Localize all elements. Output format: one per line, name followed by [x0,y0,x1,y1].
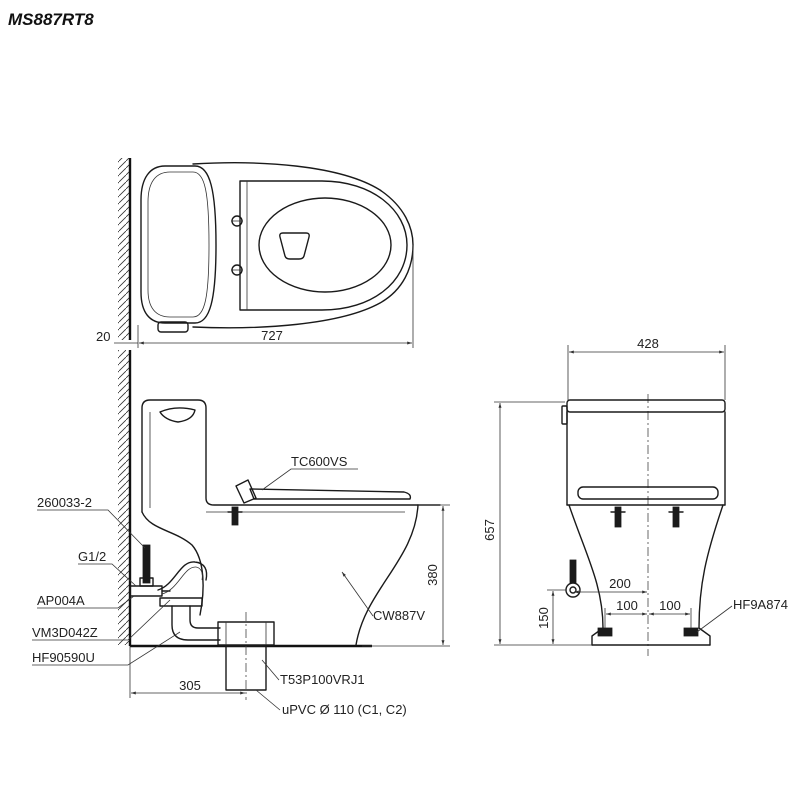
label-thread: G1/2 [78,549,106,564]
tank-body-front [566,411,726,506]
tank-knob-top [157,321,189,333]
dim-label-150: 150 [536,607,551,629]
dim-label-727: 727 [261,328,283,343]
label-bolts: HF9A874 [733,597,788,612]
supply-pipe-front [569,559,577,584]
bowl-right-front [698,504,724,646]
wall-hatch-side [118,350,129,645]
dim-label-200: 200 [609,576,631,591]
label-pipe: uPVC Ø 110 (C1, C2) [282,702,407,717]
model-title: MS887RT8 [8,10,94,29]
tank-outline-side [141,399,441,513]
seat-bolt-front-right [672,506,680,528]
side-view: 380 305 TC600VS 260033-2 G1/2 AP004A VM3… [32,350,450,717]
dim-label-20: 20 [96,329,110,344]
label-bowl: CW887V [373,608,425,623]
bowl-opening-top [258,197,392,293]
seat-bolt-side [231,506,239,526]
dim-label-100-left: 100 [616,598,638,613]
label-seat: TC600VS [291,454,348,469]
dim-label-428: 428 [637,336,659,351]
drain-opening-top [279,232,310,260]
leader-seat [261,468,358,491]
valve-body-side [129,585,163,597]
hose-side-2 [161,566,203,595]
hose-side [157,561,208,591]
leader-valve [37,595,135,609]
dim-label-305: 305 [179,678,201,693]
label-adapter: T53P100VRJ1 [280,672,365,687]
seat-hinge-side [235,479,257,504]
bowl-outline-top [192,162,414,329]
side-button-front [561,405,568,425]
seat-bolt-front-left [614,506,622,528]
dim-label-100-right: 100 [659,598,681,613]
dim-label-380: 380 [425,564,440,586]
leader-fitting [37,509,146,549]
supply-pipe-side [142,544,151,584]
label-fitting: 260033-2 [37,495,92,510]
front-view: 428 657 200 150 100 100 HF9A874 [482,336,788,656]
leader-adapter [261,659,280,681]
seat-front [577,486,719,500]
leader-bowl [341,571,374,617]
label-flange: HF90590U [32,650,95,665]
top-view: 20 727 [96,158,414,348]
floor-bolt-front-right [683,627,699,637]
leader-pipe [255,689,281,711]
trap-bend-inner-side [189,605,221,629]
leader-hose [32,599,171,641]
seat-outline-top [239,180,408,311]
tank-lid-front [566,399,726,413]
seat-side [249,488,412,500]
outlet-adapter-side [217,621,275,646]
tank-outline-top [140,165,217,324]
bowl-front-side [355,504,419,646]
floor-bolt-front-left [597,627,613,637]
valve-front-inner [569,586,577,594]
leader-thread [78,563,137,587]
label-valve: AP004A [37,593,85,608]
leader-flange [32,631,181,666]
body-back-side [141,511,204,616]
dim-label-657: 657 [482,519,497,541]
label-hose: VM3D042Z [32,625,98,640]
wall-hatch-top [118,158,129,340]
valve-front-outer [565,582,581,598]
leader-bolts [696,605,733,633]
flush-button-side [159,407,196,423]
tank-inner-top [147,171,210,318]
trap-bend-outer-side [171,605,221,641]
flange-side [159,597,203,607]
